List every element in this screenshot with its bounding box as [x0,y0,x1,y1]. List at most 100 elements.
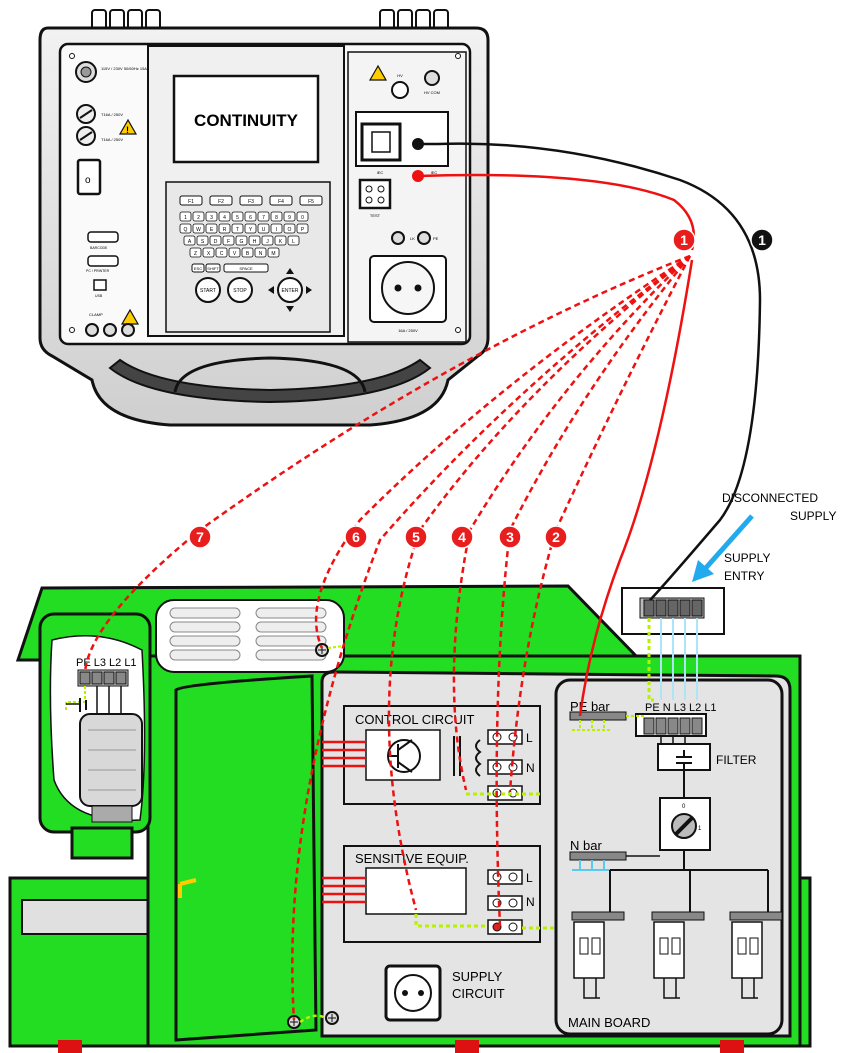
key-label: R [223,227,227,233]
disconnected-supply-label-2: SUPPLY [790,509,836,523]
control-terminals [488,730,522,800]
test-socket[interactable] [360,180,390,208]
key-label: 9 [288,215,291,221]
sensitive-equip-label: SENSITIVE EQUIP. [355,851,469,866]
supply-circuit-label-2: CIRCUIT [452,986,505,1001]
barcode-port-label: BARCODE [90,246,108,250]
n-bar-label: N bar [570,838,602,853]
space-key-label: SPACE [239,266,253,271]
fkey-label: F3 [248,199,254,205]
esc-key-label: ESC [194,266,202,271]
control-n-label: N [526,761,535,775]
key-label: F [227,239,230,245]
usb-port[interactable] [94,280,106,290]
key-label: Z [194,251,197,257]
badge-number: 5 [412,529,420,545]
pe-bar [570,712,626,720]
key-label: H [253,239,257,245]
main-board-label: MAIN BOARD [568,1015,650,1030]
black-source-badge-number: 1 [758,232,766,248]
key-label: 8 [275,215,278,221]
key-label: N [259,251,263,257]
svg-text:o: o [85,175,91,186]
sensitive-n-label: N [526,895,535,909]
function-keys: F1 F2 F3 F4 F5 [180,196,322,205]
main-terminal-header: PE N L3 L2 L1 [645,702,717,714]
sensitive-terminals [488,870,522,934]
test-point-badge-2: 2 [545,526,567,548]
pe-socket[interactable] [418,232,430,244]
key-label: T [236,227,239,233]
shift-key-label: SHIFT [207,266,219,271]
badge-number: 2 [552,529,560,545]
clamp-label: CLAMP [89,312,103,317]
black-source-badge: 1 [751,229,773,251]
key-label: 0 [301,215,304,221]
n-bar [570,852,626,860]
test-socket-label: TEST [370,213,381,218]
fkey-label: F4 [278,199,284,205]
fkey-label: F5 [308,199,314,205]
key-label: 4 [223,215,226,221]
fkey-label: F2 [218,199,224,205]
test-point-badge-3: 3 [499,526,521,548]
disconnected-supply-label-1: DISCONNECTED [722,491,818,505]
test-point-badge-7: 7 [189,526,211,548]
right-panel: HV HV COM IEC IEC TEST LK PE 16A / 250V [348,52,466,342]
key-label: W [196,227,201,233]
fuse-1-label: T16A / 250V [101,112,123,117]
key-label: 1 [184,215,187,221]
iec-in-label: IEC [377,170,384,175]
supply-circuit-label-1: SUPPLY [452,969,503,984]
fuse-2-label: T16A / 250V [101,137,123,142]
barcode-port[interactable] [88,232,118,242]
badge-number: 3 [506,529,514,545]
key-label: U [262,227,266,233]
badge-number: 4 [458,529,466,545]
motor-body [80,714,142,806]
hv-label: HV [397,73,403,78]
pc-printer-port[interactable] [88,256,118,266]
cabinet-door[interactable] [176,676,316,1040]
sensitive-l-label: L [526,871,533,885]
key-label: 2 [197,215,200,221]
key-label: M [271,251,275,257]
filter-label: FILTER [716,753,757,767]
pc-printer-port-label: PC / PRINTER [86,269,110,273]
key-label: 5 [236,215,239,221]
stop-button-label: STOP [233,288,247,294]
key-label: O [288,227,292,233]
key-label: L [292,239,295,245]
key-label: C [220,251,224,257]
key-label: D [214,239,218,245]
hv-com-label: HV COM [424,90,440,95]
hv-socket[interactable] [392,82,408,98]
lk-socket[interactable] [392,232,404,244]
red-source-badge-number: 1 [680,232,688,248]
test-point-badges: 7 6 5 4 3 2 [189,526,567,548]
supply-entry-label-2: ENTRY [724,569,764,583]
mains-input-label: 115V / 230V 50/60Hz 15A [101,66,147,71]
svg-text:!: ! [126,125,129,135]
badge-number: 6 [352,529,360,545]
fkey-label: F1 [188,199,194,205]
lk-label: LK [410,236,415,241]
display-text: CONTINUITY [194,111,299,130]
instrument: 115V / 230V 50/60Hz 15A T16A / 250V T16A… [40,10,488,425]
red-source-badge: 1 [673,229,695,251]
start-button-label: START [200,288,216,294]
key-label: 7 [262,215,265,221]
machine: PE L3 L2 L1 MAIN BOARD [10,586,810,1053]
hv-com-socket[interactable] [425,71,439,85]
test-point-badge-5: 5 [405,526,427,548]
key-label: G [240,239,244,245]
usb-port-label: USB [95,294,103,298]
supply-entry-label-1: SUPPLY [724,551,770,565]
key-label: 3 [210,215,213,221]
key-label: I [276,227,277,233]
pe-label: PE [433,236,439,241]
test-point-badge-4: 4 [451,526,473,548]
motor-terminal-block [78,670,128,686]
socket-rating-label: 16A / 250V [398,328,418,333]
